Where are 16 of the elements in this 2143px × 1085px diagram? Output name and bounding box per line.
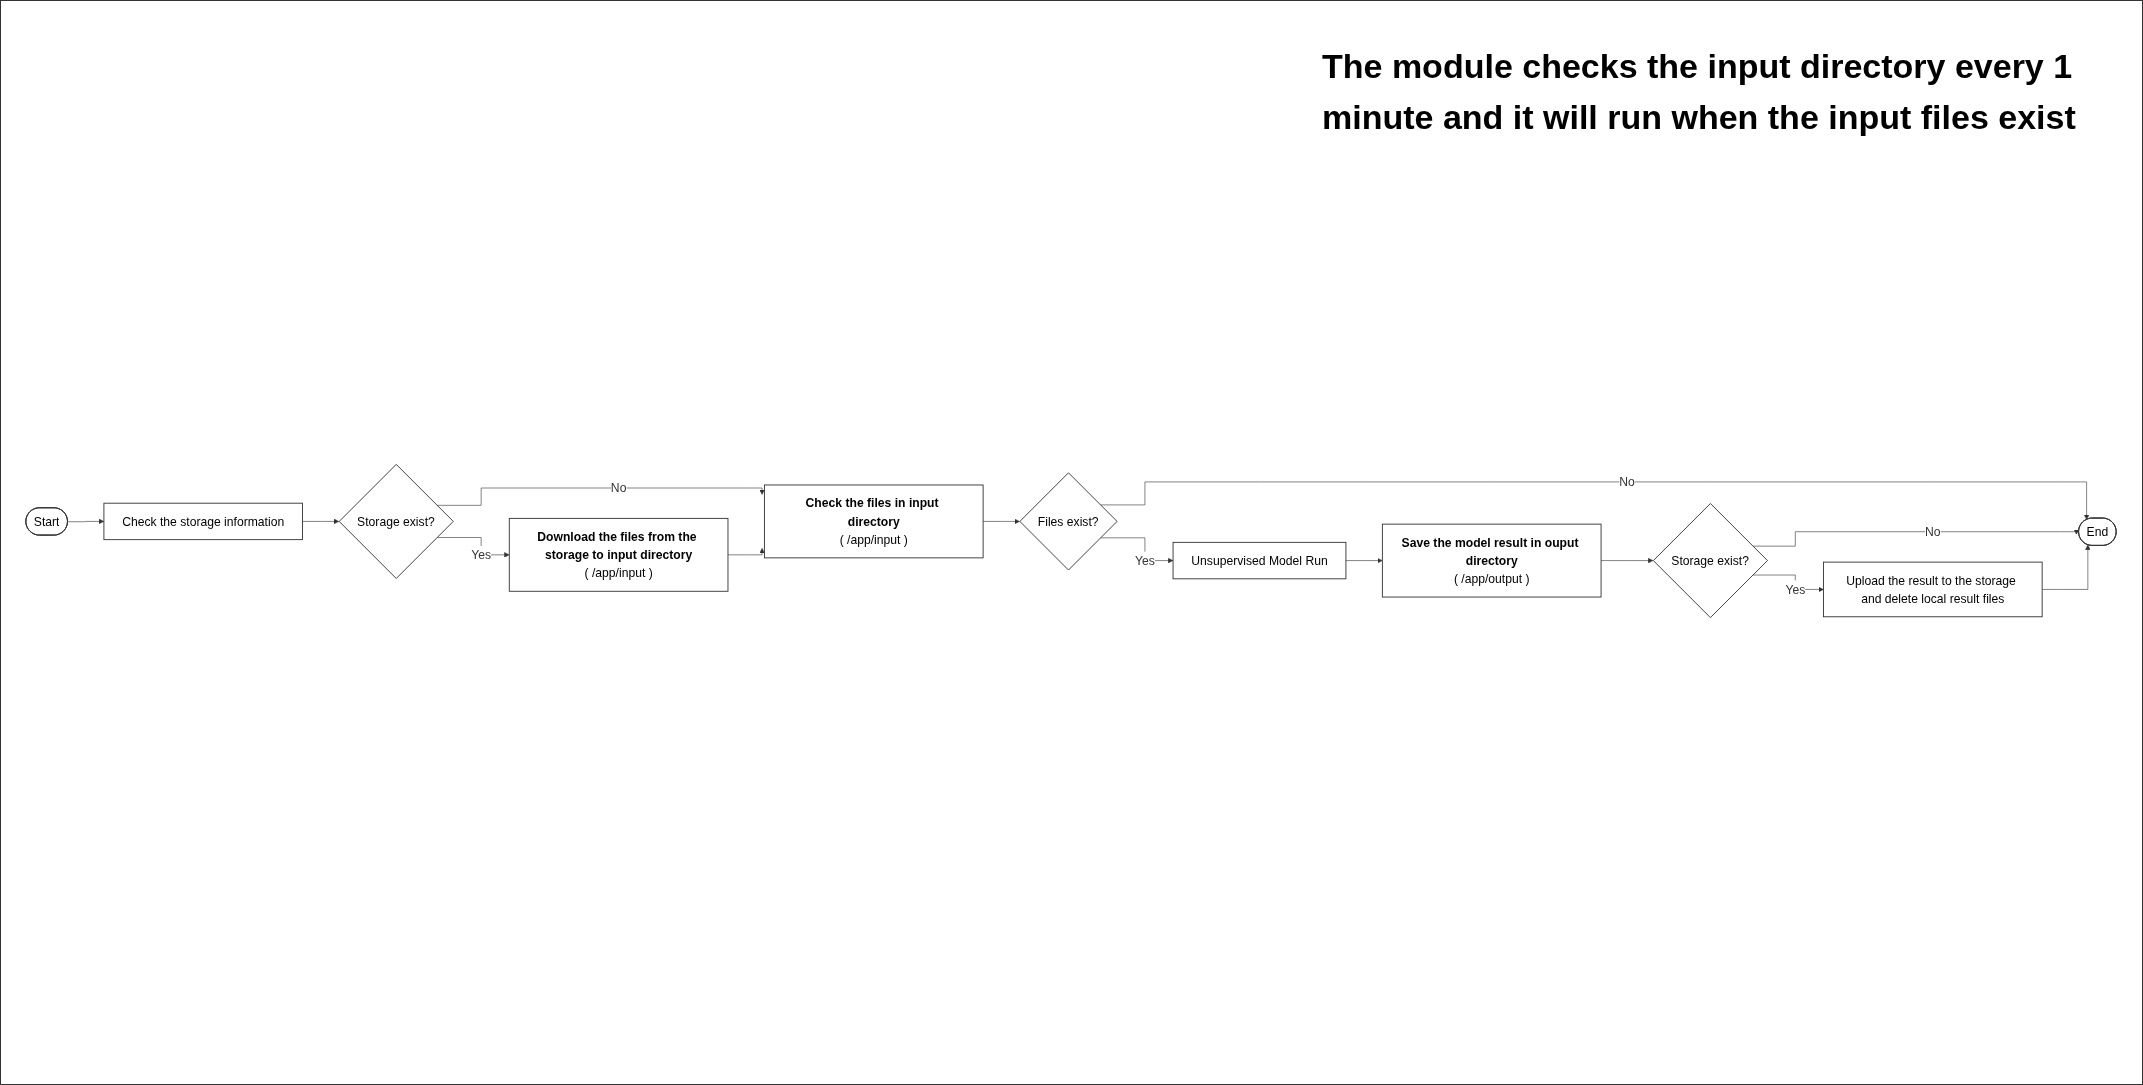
node-box: Upload the result to the storage and delete local result files	[1823, 561, 2043, 618]
note-text: The module checks the input directory every 1 minute and it will run when the input files exist	[1322, 46, 2077, 138]
edge-label: No	[1925, 525, 1941, 539]
edge-label: Yes	[1785, 582, 1806, 597]
edge-label: Yes	[471, 548, 492, 562]
edge-label: Yes	[1135, 553, 1155, 568]
node-box: Check the files in input directory ( /app/input )	[763, 484, 984, 559]
node-box: Download the files from the storage to input directory ( /app/input )	[508, 517, 729, 592]
node-box: Unsupervised Model Run	[1172, 541, 1347, 580]
node-diamond: Storage exist?	[338, 463, 454, 579]
node-box: Save the model result in ouput directory ( /app/output )	[1381, 523, 1602, 598]
node-box: Check the storage information	[103, 502, 303, 541]
edge-label: No	[1619, 475, 1635, 489]
node-diamond: Storage exist?	[1652, 503, 1768, 619]
node-diamond: Files exist?	[1019, 472, 1118, 571]
edge-label: No	[610, 481, 627, 495]
